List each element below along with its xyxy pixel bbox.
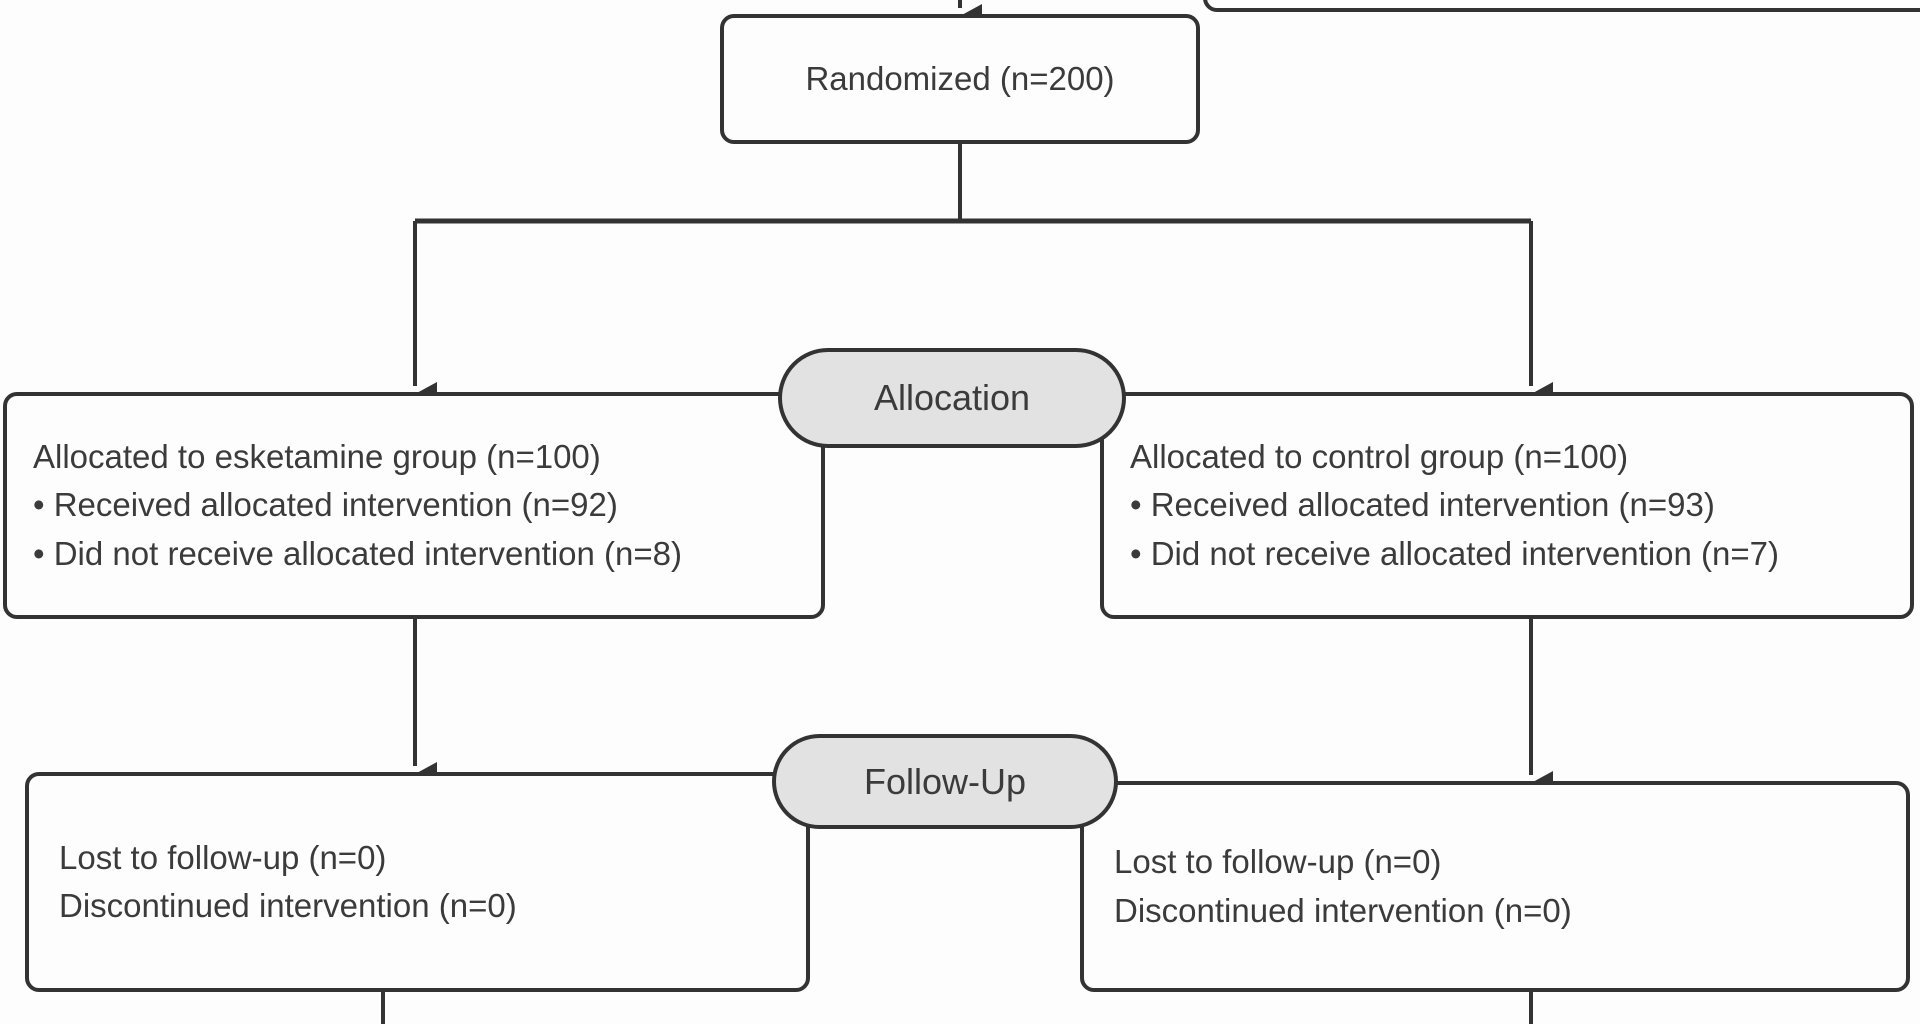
followup-left-line-1: Lost to follow-up (n=0) xyxy=(59,838,387,876)
allocation-left-line-1: Allocated to esketamine group (n=100) xyxy=(33,438,601,476)
followup-right-node: Lost to follow-up (n=0) Discontinued int… xyxy=(1080,781,1910,992)
followup-left-line-2: Discontinued intervention (n=0) xyxy=(59,887,517,924)
followup-stage-pill: Follow-Up xyxy=(772,734,1118,829)
followup-left-node: Lost to follow-up (n=0) Discontinued int… xyxy=(25,772,810,992)
followup-right-line-2: Discontinued intervention (n=0) xyxy=(1114,891,1572,929)
allocation-right-line-1: Allocated to control group (n=100) xyxy=(1130,438,1629,476)
followup-right-line-1: Lost to follow-up (n=0) xyxy=(1114,843,1442,881)
followup-stage-label: Follow-Up xyxy=(863,760,1027,802)
allocation-stage-label: Allocation xyxy=(873,377,1031,418)
randomized-label: Randomized (n=200) xyxy=(805,59,1115,97)
allocation-right-line-3: • Did not receive allocated intervention… xyxy=(1130,534,1779,572)
allocation-left-node: Allocated to esketamine group (n=100) • … xyxy=(3,392,825,619)
allocation-left-line-3: • Did not receive allocated intervention… xyxy=(33,534,682,572)
allocation-stage-pill: Allocation xyxy=(778,348,1126,448)
allocation-right-node: Allocated to control group (n=100) • Rec… xyxy=(1100,392,1914,619)
randomized-node: Randomized (n=200) xyxy=(720,14,1200,144)
allocation-left-line-2: • Received allocated intervention (n=92) xyxy=(33,486,618,524)
top-partial-node xyxy=(1203,0,1920,12)
allocation-right-line-2: • Received allocated intervention (n=93) xyxy=(1130,486,1715,524)
